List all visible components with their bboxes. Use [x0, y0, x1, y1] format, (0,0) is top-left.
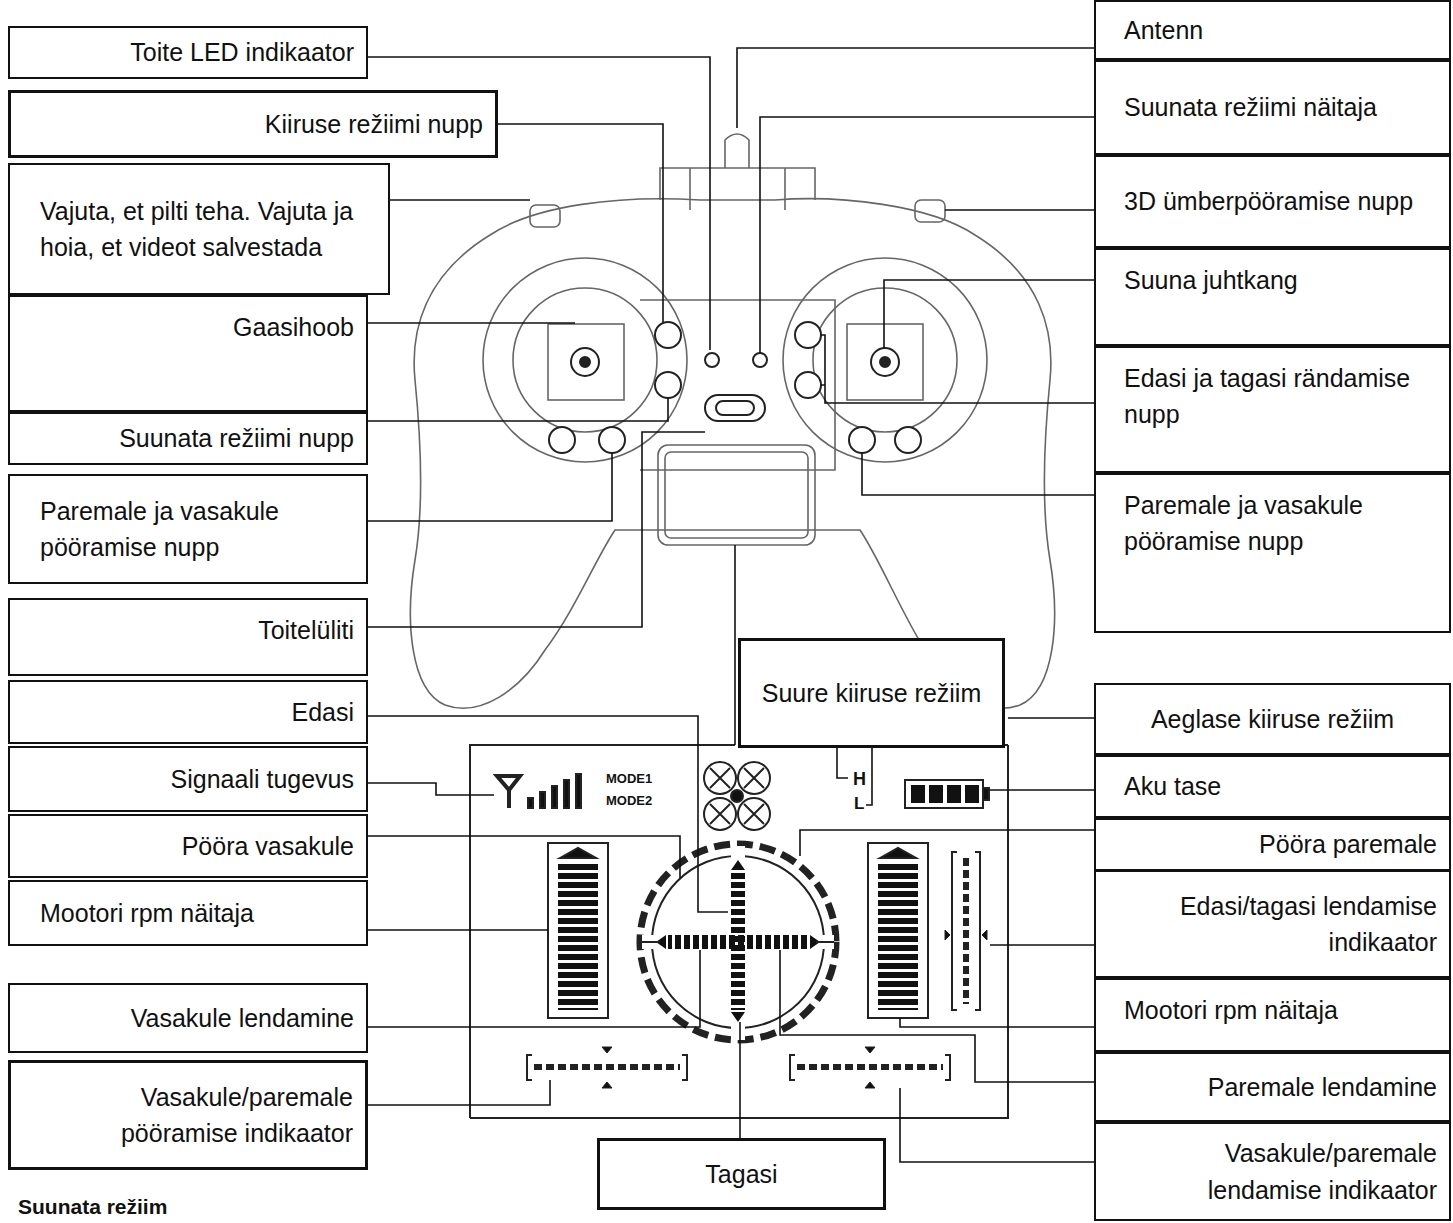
- callout-box: Mootori rpm näitaja: [1094, 978, 1451, 1052]
- callout-text: Suuna juhtkang: [1096, 250, 1449, 302]
- callout-box: Vasakule lendamine: [8, 983, 368, 1053]
- callout-box: Antenn: [1094, 0, 1451, 60]
- callout-box: Aeglase kiiruse režiim: [1094, 683, 1451, 755]
- callout-box: Edasi: [8, 680, 368, 744]
- callout-box: Suure kiiruse režiim: [738, 638, 1005, 748]
- lcd-label: MODE1: [606, 772, 652, 785]
- lcd-label: L: [854, 795, 864, 812]
- callout-box: Edasi/tagasi lendamise indikaator: [1094, 870, 1451, 978]
- callout-text: Paremale ja vasakule pööramise nupp: [1096, 475, 1449, 564]
- callout-text: 3D ümberpööramise nupp: [1096, 179, 1449, 223]
- callout-box: Paremale ja vasakule pööramise nupp: [1094, 473, 1451, 633]
- callout-text: Vasakule/paremale lendamise indikaator: [1096, 1131, 1449, 1212]
- callout-text: Mootori rpm näitaja: [1096, 980, 1449, 1032]
- callout-box: Vasakule/paremale lendamise indikaator: [1094, 1122, 1451, 1221]
- callout-text: Paremale lendamine: [1096, 1065, 1449, 1109]
- callout-text: Toitelüliti: [10, 600, 366, 652]
- callout-text: Toite LED indikaator: [10, 30, 366, 74]
- callout-text: Aeglase kiiruse režiim: [1096, 697, 1449, 741]
- callout-box: Mootori rpm näitaja: [8, 880, 368, 946]
- callout-text: Signaali tugevus: [10, 757, 366, 801]
- callout-box: Signaali tugevus: [8, 746, 368, 812]
- callout-box: Tagasi: [597, 1138, 886, 1210]
- callout-text: Edasi/tagasi lendamise indikaator: [1096, 884, 1449, 965]
- callout-box: Suunata režiimi näitaja: [1094, 60, 1451, 155]
- lcd-label: MODE2: [606, 794, 652, 807]
- callout-text: Antenn: [1096, 8, 1449, 52]
- callout-box: Gaasihoob: [8, 295, 368, 412]
- callout-box: Edasi ja tagasi rändamise nupp: [1094, 346, 1451, 473]
- callout-box: Pööra paremale: [1094, 818, 1451, 871]
- callout-text: Mootori rpm näitaja: [10, 891, 366, 935]
- leader-lines: [368, 48, 1094, 1162]
- callout-text: Edasi ja tagasi rändamise nupp: [1096, 348, 1449, 437]
- callout-text: Pööra vasakule: [10, 824, 366, 868]
- callout-box: Toitelüliti: [8, 598, 368, 676]
- callout-text: Edasi: [10, 690, 366, 734]
- callout-box: Paremale lendamine: [1094, 1052, 1451, 1122]
- lcd-label: H: [853, 770, 866, 788]
- callout-box: Suunata režiimi nupp: [8, 412, 368, 465]
- controller-buttons: [549, 322, 921, 453]
- callout-text: Suunata režiimi nupp: [10, 416, 366, 460]
- section-heading: Suunata režiim: [18, 1196, 167, 1217]
- callout-box: Suuna juhtkang: [1094, 248, 1451, 346]
- callout-text: Paremale ja vasakule pööramise nupp: [10, 489, 366, 570]
- callout-text: Suure kiiruse režiim: [741, 671, 1002, 715]
- callout-text: Vasakule lendamine: [10, 996, 366, 1040]
- lcd-display: [470, 745, 1008, 1118]
- callout-text: Aku tase: [1096, 764, 1449, 808]
- callout-box: Aku tase: [1094, 755, 1451, 818]
- callout-text: Vasakule/paremale pööramise indikaator: [11, 1075, 365, 1156]
- callout-box: Vajuta, et pilti teha. Vajuta ja hoia, e…: [8, 163, 390, 295]
- callout-box: Paremale ja vasakule pööramise nupp: [8, 474, 368, 584]
- callout-box: Kiiruse režiimi nupp: [8, 90, 498, 158]
- callout-text: Tagasi: [600, 1152, 883, 1196]
- callout-box: Pööra vasakule: [8, 814, 368, 878]
- callout-box: Toite LED indikaator: [8, 26, 368, 79]
- callout-text: Suunata režiimi näitaja: [1096, 85, 1449, 129]
- callout-box: 3D ümberpööramise nupp: [1094, 155, 1451, 248]
- callout-text: Pööra paremale: [1096, 822, 1449, 866]
- callout-box: Vasakule/paremale pööramise indikaator: [8, 1060, 368, 1170]
- callout-text: Gaasihoob: [10, 297, 366, 349]
- callout-text: Vajuta, et pilti teha. Vajuta ja hoia, e…: [10, 189, 388, 270]
- callout-text: Kiiruse režiimi nupp: [11, 102, 495, 146]
